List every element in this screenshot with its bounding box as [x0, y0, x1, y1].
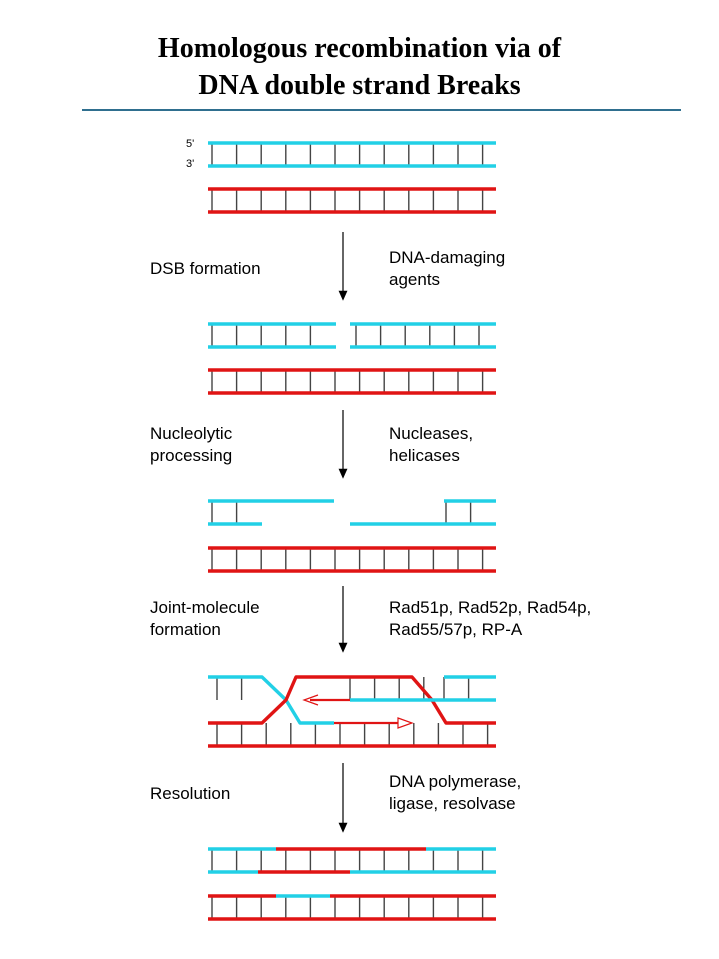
five-prime-label: 5' — [186, 138, 195, 150]
step-4-arrow-head-icon — [338, 822, 348, 833]
page-title: Homologous recombination via of DNA doub… — [0, 30, 719, 104]
step-2-agents-line-2: helicases — [389, 446, 460, 465]
step-2-process-line-1: Nucleolytic — [150, 424, 233, 443]
step-4-agents-line-1: DNA polymerase, — [389, 772, 522, 791]
step-3-process-line-1: Joint-molecule — [150, 598, 260, 617]
stage4-displaced-red-strand — [208, 675, 496, 725]
step-1-agents-line-2: agents — [389, 270, 441, 289]
three-prime-label: 3' — [186, 158, 195, 170]
stage4-left-arrow-icon — [302, 694, 319, 706]
step-3-arrow-head-icon — [338, 642, 348, 653]
step-3-process-line-2: formation — [150, 620, 221, 639]
step-1-process-label: DSB formation — [150, 259, 261, 278]
step-2-process-line-2: processing — [150, 446, 233, 465]
stage4-right-arrow-icon — [397, 717, 414, 729]
step-3-agents-line-2: Rad55/57p, RP-A — [389, 620, 523, 639]
step-3-agents-line-1: Rad51p, Rad52p, Rad54p, — [389, 598, 592, 617]
step-1-arrow-head-icon — [338, 290, 348, 301]
step-1-agents-line-1: DNA-damaging — [389, 248, 506, 267]
step-4-agents-line-2: ligase, resolvase — [389, 794, 516, 813]
step-4-process-label: Resolution — [150, 784, 231, 803]
title-line-1: Homologous recombination via of — [157, 33, 562, 64]
title-line-2: DNA double strand Breaks — [198, 70, 521, 101]
title-divider — [82, 109, 681, 111]
step-2-arrow-head-icon — [338, 468, 348, 479]
step-2-agents-line-1: Nucleases, — [389, 424, 474, 443]
